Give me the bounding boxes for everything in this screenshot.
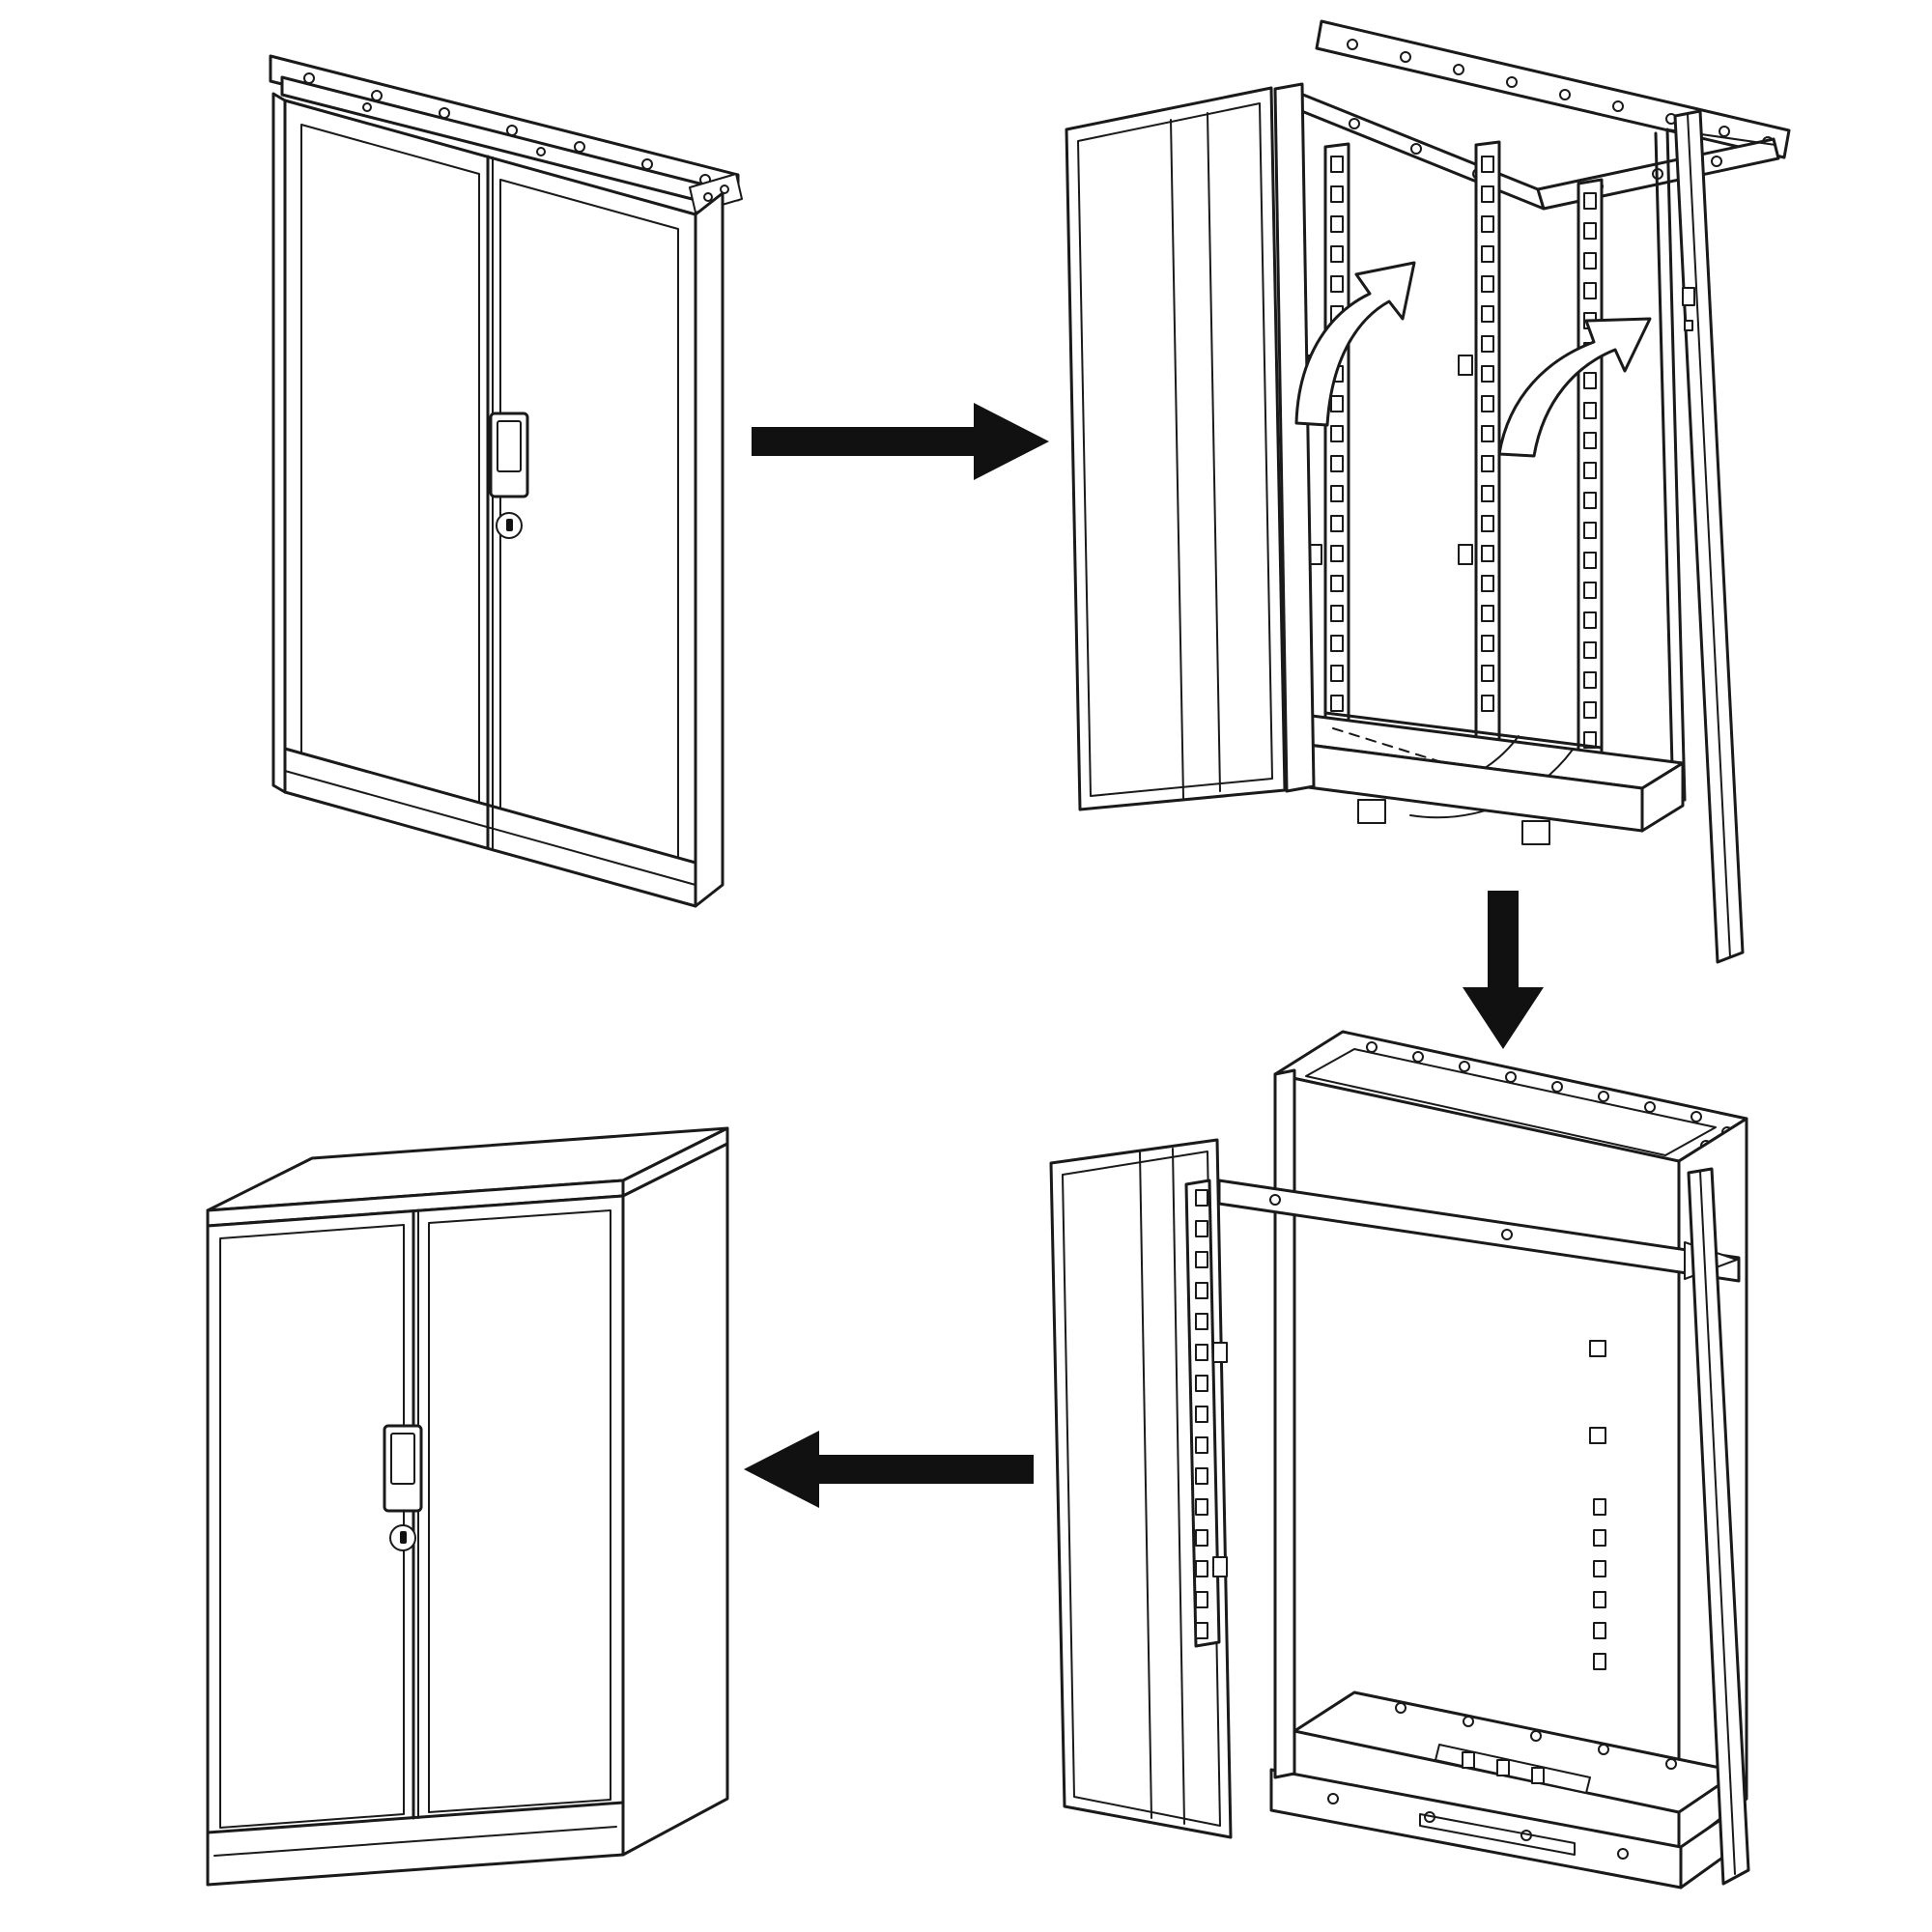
front-top-rail-bar bbox=[1217, 1179, 1741, 1283]
shelf-clip bbox=[1212, 1342, 1228, 1363]
kick-plate-slot bbox=[1419, 1813, 1576, 1856]
left-door bbox=[219, 1224, 405, 1829]
door-stiffener bbox=[1139, 1151, 1152, 1819]
shelf-clip bbox=[1458, 355, 1473, 376]
base-foot bbox=[1521, 820, 1550, 845]
left-door bbox=[300, 124, 480, 804]
right-wall-fittings bbox=[1589, 1340, 1606, 1670]
lock-cutout bbox=[1682, 287, 1695, 306]
door-shelf-slot-column bbox=[1195, 1189, 1208, 1639]
arrow-step1-to-step2 bbox=[752, 403, 1049, 480]
top-frame-inner bbox=[1305, 1048, 1717, 1156]
left-front-post bbox=[1273, 1068, 1296, 1779]
door-stiffener bbox=[1170, 119, 1184, 799]
right-side-panel bbox=[621, 1142, 729, 1857]
door-stiffener bbox=[1207, 112, 1221, 792]
front-panel bbox=[283, 99, 697, 908]
left-door-open bbox=[1065, 86, 1287, 811]
step-3-frame-doors-open bbox=[1049, 1030, 1750, 1889]
left-door-open bbox=[1049, 1138, 1233, 1839]
base-side bbox=[1640, 761, 1685, 833]
right-arrow-icon bbox=[752, 403, 1049, 480]
door-stiffener bbox=[1172, 1148, 1185, 1825]
left-edge bbox=[271, 92, 287, 794]
corner-bracket bbox=[689, 173, 743, 213]
step-4-assembled-cabinet bbox=[206, 1126, 729, 1887]
unfold-rotation-arrow-right bbox=[1497, 317, 1652, 458]
step-1-flat-packed-cabinet bbox=[269, 54, 743, 908]
shelf-clip bbox=[1212, 1556, 1228, 1577]
bottom-cross-rail bbox=[1323, 711, 1604, 750]
unfold-rotation-arrow-left bbox=[1294, 261, 1416, 427]
left-door-inner-outline bbox=[1077, 102, 1273, 797]
down-arrow-icon bbox=[1463, 891, 1544, 1049]
left-front-post bbox=[1273, 82, 1316, 793]
step-2-unfolding-cabinet bbox=[1065, 19, 1791, 964]
base-step-line bbox=[213, 1826, 617, 1857]
right-edge bbox=[694, 191, 724, 908]
left-arrow-icon bbox=[744, 1431, 1034, 1508]
arrow-step2-to-step3 bbox=[1463, 891, 1544, 1049]
shelf-rail-right bbox=[1577, 178, 1604, 790]
right-door-edge bbox=[1699, 1170, 1736, 1875]
base-top-line bbox=[206, 1801, 625, 1834]
left-door-inner-outline bbox=[1062, 1151, 1221, 1827]
cam-lock bbox=[383, 1424, 423, 1551]
shelf-rail-left bbox=[1323, 142, 1350, 749]
right-door bbox=[499, 179, 679, 859]
base-foot bbox=[1357, 799, 1386, 824]
top-frame-outer bbox=[1273, 1030, 1748, 1163]
right-door-edge bbox=[1687, 113, 1731, 958]
cam-lock bbox=[489, 412, 529, 539]
right-door bbox=[428, 1209, 611, 1813]
shelf-clip bbox=[1458, 544, 1473, 565]
base-step-line bbox=[284, 770, 696, 886]
arrow-step3-to-step4 bbox=[744, 1431, 1034, 1508]
lock-cutout bbox=[1684, 320, 1693, 331]
